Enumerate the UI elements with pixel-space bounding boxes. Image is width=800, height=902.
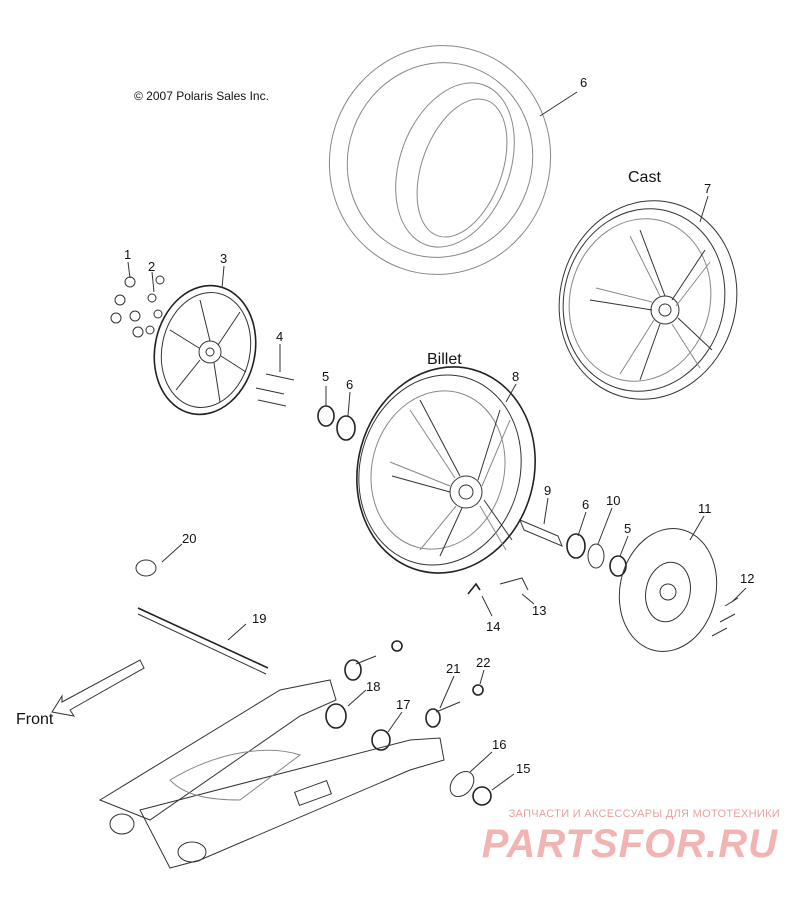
leader-lines xyxy=(127,91,747,791)
callout-8-billet: 8 xyxy=(512,369,520,384)
lug-nuts xyxy=(110,275,165,338)
bearings xyxy=(317,405,627,577)
variant-label-cast: Cast xyxy=(628,169,661,186)
callout-14: 14 xyxy=(486,619,501,634)
callout-6-left: 6 xyxy=(346,377,354,392)
callout-7: 6 xyxy=(580,75,588,90)
studs xyxy=(255,373,295,407)
callout-16: 16 xyxy=(492,737,507,752)
billet-wheel xyxy=(356,366,536,574)
callout-4: 4 xyxy=(276,329,284,344)
callout-17: 17 xyxy=(396,697,411,712)
callout-20: 20 xyxy=(182,531,197,546)
callout-3: 3 xyxy=(220,251,228,266)
cast-wheel xyxy=(558,200,738,400)
front-arrow-icon xyxy=(51,659,145,717)
spacer xyxy=(519,519,563,547)
watermark-tagline: ЗАПЧАСТИ И АКСЕССУАРЫ ДЛЯ МОТОТЕХНИКИ xyxy=(508,808,780,820)
callout-22: 22 xyxy=(476,655,491,670)
watermark-brand: PARTSFOR.RU xyxy=(481,822,778,866)
callout-15: 15 xyxy=(516,761,531,776)
swingarm xyxy=(98,679,445,869)
callout-6-right: 6 xyxy=(582,497,590,512)
callout-11: 11 xyxy=(698,501,712,516)
callout-5-left: 5 xyxy=(322,369,330,384)
tire xyxy=(328,45,552,275)
swingarm-hardware xyxy=(325,640,492,806)
front-direction-label: Front xyxy=(16,711,54,728)
axle-clip xyxy=(135,559,157,577)
callout-19: 19 xyxy=(252,611,267,626)
callout-10: 10 xyxy=(606,493,621,508)
callout-9: 9 xyxy=(544,483,552,498)
copyright-notice: © 2007 Polaris Sales Inc. xyxy=(134,89,269,103)
callout-8-cast: 7 xyxy=(704,181,712,196)
callout-5-right: 5 xyxy=(624,521,632,536)
callout-12: 12 xyxy=(740,571,755,586)
callout-21: 21 xyxy=(446,661,461,676)
callout-13: 13 xyxy=(532,603,547,618)
sprocket xyxy=(153,284,257,416)
valve-and-clip xyxy=(467,577,529,595)
variant-label-billet: Billet xyxy=(427,351,462,368)
callout-2: 2 xyxy=(148,259,156,274)
axle xyxy=(137,607,269,675)
disc-bolts xyxy=(711,597,739,637)
brake-disc xyxy=(618,528,718,652)
callout-18: 18 xyxy=(366,679,381,694)
callout-1: 1 xyxy=(124,247,132,262)
